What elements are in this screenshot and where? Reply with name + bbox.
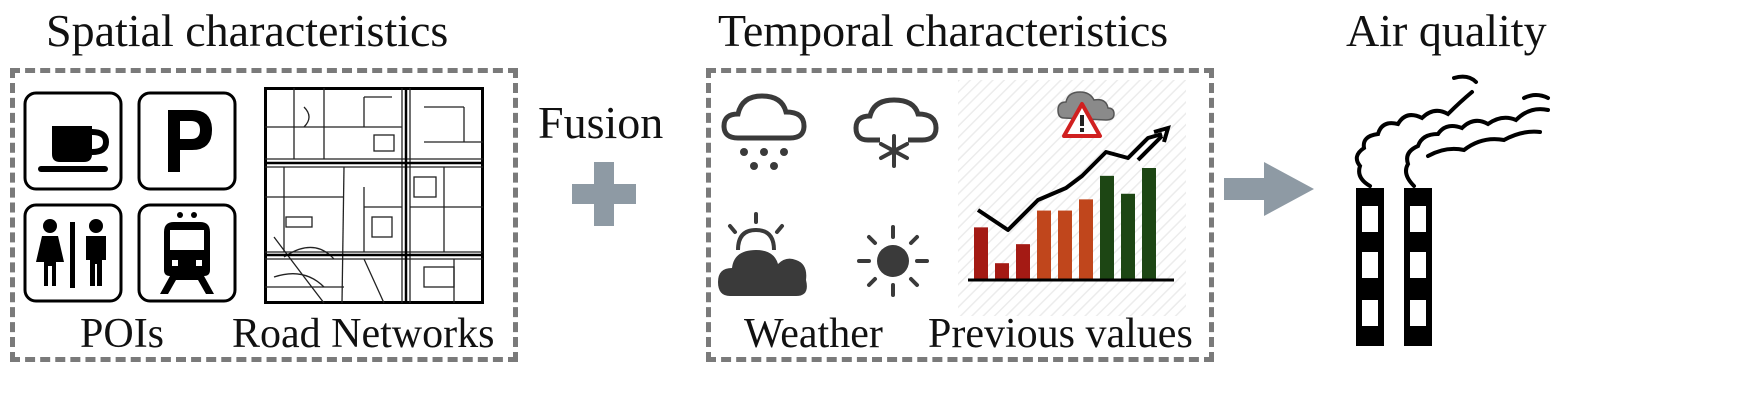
train-icon [136,202,238,304]
plus-icon [570,160,638,228]
air-quality-title: Air quality [1346,5,1547,56]
road-networks-label: Road Networks [232,311,495,357]
parking-icon [136,90,238,192]
previous-value-bar [1079,199,1093,280]
cup-icon [22,90,124,192]
previous-value-bar [1142,168,1156,280]
right-arrow-icon [1224,160,1316,218]
smog-warning-icon [1057,91,1115,138]
previous-value-bar [1016,244,1030,280]
spatial-box [10,68,518,362]
temporal-box [706,68,1214,362]
weather-label: Weather [744,311,883,357]
restroom-icon [22,202,124,304]
previous-value-bar [1100,175,1114,280]
previous-values-chart [958,80,1186,316]
road-network-map [264,87,484,304]
partly-cloudy-icon [716,210,812,302]
snowflake-cloud-icon [850,92,942,172]
fusion-label: Fusion [538,97,664,148]
snow-cloud-icon [718,86,810,178]
previous-value-bar [1058,210,1072,280]
temporal-title: Temporal characteristics [718,5,1169,56]
sun-icon [856,224,930,298]
spatial-title: Spatial characteristics [46,5,449,56]
previous-values-label: Previous values [928,311,1193,357]
bars-group [974,168,1156,280]
previous-value-bar [1037,210,1051,280]
previous-value-bar [995,263,1009,280]
previous-value-bar [974,227,988,280]
trend-line [976,132,1163,232]
factory-chimneys-icon [1336,74,1558,348]
trend-arrowhead [1136,125,1171,162]
poi-label: POIs [80,311,165,357]
previous-value-bar [1121,193,1135,280]
